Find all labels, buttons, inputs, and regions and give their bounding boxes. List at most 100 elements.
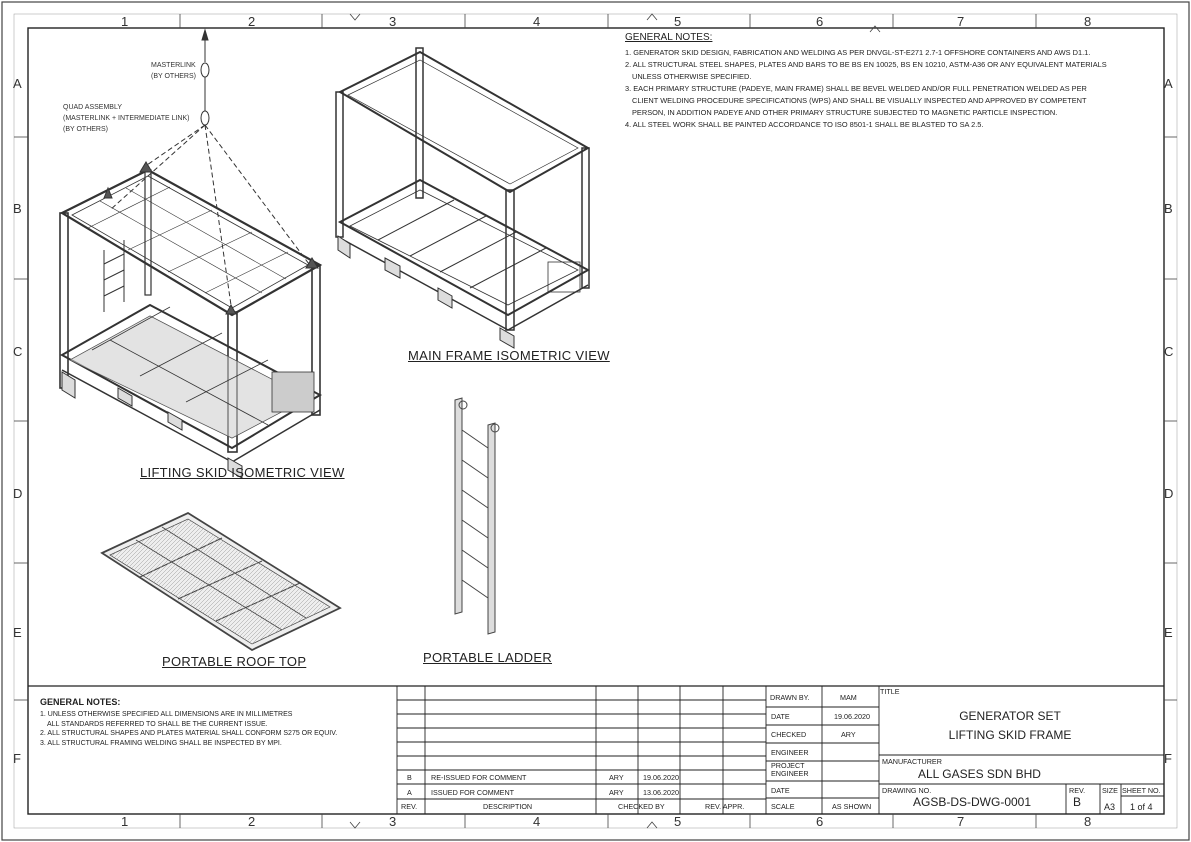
rev-b-checked-by: ARY bbox=[609, 773, 624, 782]
caption-ladder: PORTABLE LADDER bbox=[423, 650, 553, 665]
zone-row-f: F bbox=[13, 751, 21, 766]
zone-col-8: 8 bbox=[1084, 14, 1092, 29]
manufacturer-label: MANUFACTURER bbox=[882, 757, 942, 766]
ladder-drawing bbox=[454, 397, 500, 635]
zone-col-7-bottom: 7 bbox=[957, 814, 965, 829]
size-value: A3 bbox=[1104, 802, 1116, 812]
zone-col-6: 6 bbox=[816, 14, 824, 29]
caption-roof-top: PORTABLE ROOF TOP bbox=[162, 654, 307, 669]
zone-col-2-bottom: 2 bbox=[248, 814, 256, 829]
quad-assembly-callout: QUAD ASSEMBLY (MASTERLINK + INTERMEDIATE… bbox=[63, 102, 189, 135]
zone-col-1: 1 bbox=[121, 14, 129, 29]
general-note-top-4: 4. ALL STEEL WORK SHALL BE PAINTED ACCOR… bbox=[625, 120, 984, 129]
zone-row-e-right: E bbox=[1164, 625, 1173, 640]
zone-col-8-bottom: 8 bbox=[1084, 814, 1092, 829]
checked-value: ARY bbox=[841, 730, 856, 739]
zone-col-2: 2 bbox=[248, 14, 256, 29]
date-value: 19.06.2020 bbox=[834, 712, 870, 721]
zone-col-7: 7 bbox=[957, 14, 965, 29]
quad-assembly-detail: (MASTERLINK + INTERMEDIATE LINK) bbox=[63, 115, 190, 122]
general-note-bottom-3: 3. ALL STRUCTURAL FRAMING WELDING SHALL … bbox=[40, 739, 282, 747]
general-notes-bottom: GENERAL NOTES: 1. UNLESS OTHERWISE SPECI… bbox=[40, 697, 337, 748]
zone-col-3-bottom: 3 bbox=[389, 814, 397, 829]
rev-header-rev: REV. bbox=[401, 802, 418, 811]
checked-label: CHECKED bbox=[771, 730, 807, 739]
zone-row-b-right: B bbox=[1164, 201, 1173, 216]
general-note-bottom-2: 2. ALL STRUCTURAL SHAPES AND PLATES MATE… bbox=[40, 730, 338, 737]
drawn-by-label: DRAWN BY. bbox=[770, 693, 810, 702]
general-note-top-3c: PERSON, IN ADDITION PADEYE AND OTHER PRI… bbox=[632, 108, 1058, 117]
caption-lifting-skid: LIFTING SKID ISOMETRIC VIEW bbox=[140, 465, 345, 480]
zone-row-e: E bbox=[13, 625, 22, 640]
general-note-bottom-1b: ALL STANDARDS REFERRED TO SHALL BE THE C… bbox=[47, 720, 268, 728]
quad-assembly-label: QUAD ASSEMBLY bbox=[63, 104, 123, 111]
zone-col-4-bottom: 4 bbox=[533, 814, 541, 829]
masterlink-by-others: (BY OTHERS) bbox=[151, 73, 196, 80]
rev-header-rev-appr: REV. APPR. bbox=[705, 802, 745, 811]
rev-b-code: B bbox=[407, 773, 412, 782]
zone-col-5: 5 bbox=[674, 14, 682, 29]
general-notes-top-title: GENERAL NOTES: bbox=[625, 32, 713, 43]
zone-row-a: A bbox=[13, 76, 22, 91]
drawing-title: GENERATOR SET LIFTING SKID FRAME bbox=[900, 707, 1120, 745]
general-note-top-3b: CLIENT WELDING PROCEDURE SPECIFICATIONS … bbox=[632, 96, 1087, 105]
date2-label: DATE bbox=[771, 786, 790, 795]
date-label: DATE bbox=[771, 712, 790, 721]
general-note-top-2b: UNLESS OTHERWISE SPECIFIED. bbox=[632, 72, 752, 81]
drawing-title-line-2: LIFTING SKID FRAME bbox=[948, 728, 1072, 742]
manufacturer-value: ALL GASES SDN BHD bbox=[918, 767, 1041, 781]
zone-row-a-right: A bbox=[1164, 76, 1173, 91]
size-label: SIZE bbox=[1102, 786, 1118, 795]
main-frame-drawing bbox=[335, 47, 591, 349]
zone-col-1-bottom: 1 bbox=[121, 814, 129, 829]
rev-header-checked-by: CHECKED BY bbox=[618, 802, 665, 811]
zone-row-c: C bbox=[13, 344, 23, 359]
general-note-top-2: 2. ALL STRUCTURAL STEEL SHAPES, PLATES A… bbox=[625, 60, 1107, 69]
general-note-top-3: 3. EACH PRIMARY STRUCTURE (PADEYE, MAIN … bbox=[625, 84, 1087, 93]
zone-row-f-right: F bbox=[1164, 751, 1172, 766]
rev-header-description: DESCRIPTION bbox=[483, 802, 533, 811]
general-notes-top: GENERAL NOTES: 1. GENERATOR SKID DESIGN,… bbox=[625, 32, 1107, 131]
drawing-no-value: AGSB-DS-DWG-0001 bbox=[913, 795, 1032, 809]
rev-a-code: A bbox=[407, 788, 412, 797]
engineer-label: ENGINEER bbox=[771, 748, 809, 757]
quad-assembly-by-others: (BY OTHERS) bbox=[63, 126, 108, 133]
caption-main-frame: MAIN FRAME ISOMETRIC VIEW bbox=[408, 348, 610, 363]
sheet-label: SHEET NO. bbox=[1122, 786, 1161, 795]
zone-row-c-right: C bbox=[1164, 344, 1174, 359]
zone-row-b: B bbox=[13, 201, 22, 216]
general-note-bottom-1: 1. UNLESS OTHERWISE SPECIFIED ALL DIMENS… bbox=[40, 711, 293, 718]
scale-label: SCALE bbox=[771, 802, 795, 811]
drawing-title-line-1: GENERATOR SET bbox=[959, 709, 1061, 723]
general-note-top-1: 1. GENERATOR SKID DESIGN, FABRICATION AN… bbox=[625, 48, 1091, 57]
rev-a-date: 13.06.2020 bbox=[643, 788, 679, 797]
zone-row-d-right: D bbox=[1164, 486, 1174, 501]
drawing-no-label: DRAWING NO. bbox=[882, 786, 932, 795]
lifting-skid-drawing bbox=[59, 28, 323, 479]
sheet-value: 1 of 4 bbox=[1130, 802, 1153, 812]
masterlink-callout: MASTERLINK (BY OTHERS) bbox=[151, 60, 196, 82]
rev-value: B bbox=[1073, 795, 1082, 809]
zone-row-d: D bbox=[13, 486, 23, 501]
scale-value: AS SHOWN bbox=[832, 802, 872, 811]
rev-a-description: ISSUED FOR COMMENT bbox=[431, 788, 515, 797]
project-engineer-line-1: PROJECT bbox=[771, 761, 805, 770]
drawn-by-value: MAM bbox=[840, 693, 857, 702]
rev-label: REV. bbox=[1069, 786, 1086, 795]
project-engineer-label: PROJECT ENGINEER bbox=[771, 762, 809, 778]
general-notes-bottom-title: GENERAL NOTES: bbox=[40, 697, 121, 707]
rev-b-date: 19.06.2020 bbox=[643, 773, 679, 782]
zone-col-5-bottom: 5 bbox=[674, 814, 682, 829]
title-label: TITLE bbox=[880, 687, 900, 696]
project-engineer-line-2: ENGINEER bbox=[771, 769, 809, 778]
zone-ticks bbox=[14, 14, 1177, 828]
zone-col-4: 4 bbox=[533, 14, 541, 29]
rev-a-checked-by: ARY bbox=[609, 788, 624, 797]
title-block-grid bbox=[28, 685, 1164, 814]
masterlink-label: MASTERLINK bbox=[151, 62, 196, 69]
zone-col-3: 3 bbox=[389, 14, 397, 29]
rev-b-description: RE-ISSUED FOR COMMENT bbox=[431, 773, 527, 782]
